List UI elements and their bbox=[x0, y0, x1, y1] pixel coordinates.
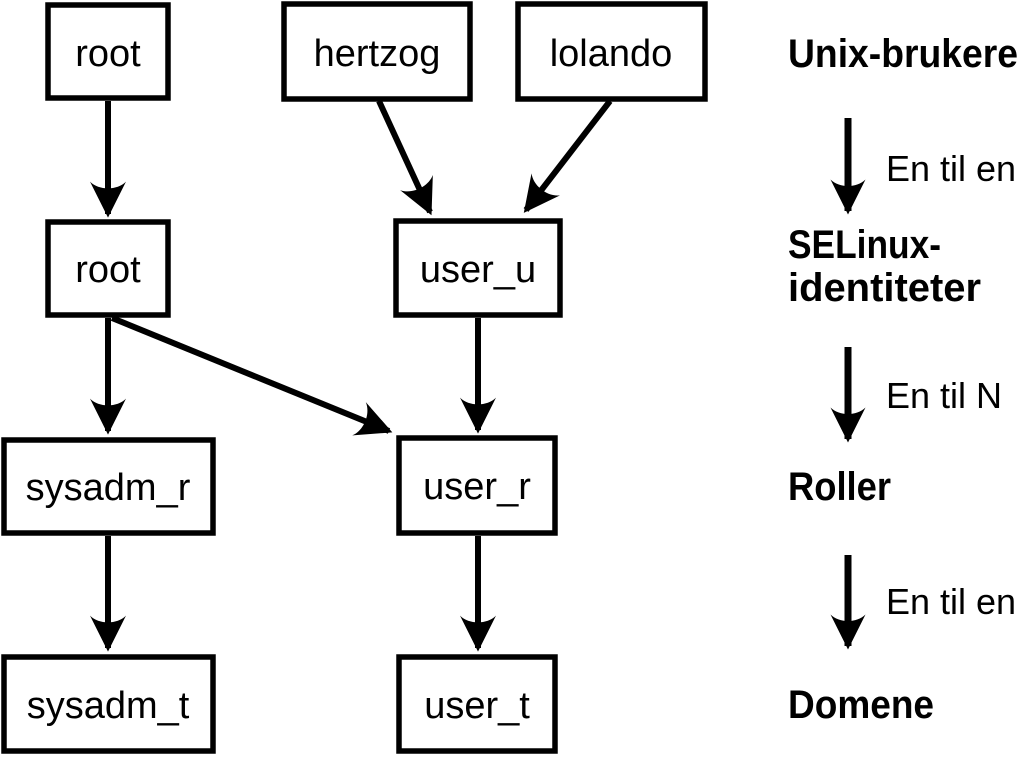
node-unix-hertzog: hertzog bbox=[281, 1, 473, 102]
legend-level-selinux-identities-line2: identiteter bbox=[788, 266, 981, 310]
role-user-r-label: user_r bbox=[423, 466, 531, 508]
domain-user-t-box bbox=[396, 654, 558, 754]
edge-hertzog-to-user-u bbox=[376, 99, 433, 216]
unix-hertzog-box bbox=[281, 1, 473, 102]
legend-level-domains: Domene bbox=[788, 683, 934, 727]
node-unix-lolando: lolando bbox=[515, 1, 708, 102]
domain-sysadm-t-box bbox=[1, 654, 216, 754]
node-unix-root: root bbox=[45, 2, 171, 101]
unix-lolando-box bbox=[515, 1, 708, 102]
role-sysadm-r-label: sysadm_r bbox=[26, 467, 191, 509]
edge-selinux-root-to-user-r bbox=[110, 315, 393, 436]
legend-level-roles: Roller bbox=[788, 465, 891, 509]
node-domain-sysadm-t: sysadm_t bbox=[1, 654, 216, 754]
selinux-root-box bbox=[45, 219, 171, 318]
edge-lolando-to-user-u bbox=[523, 99, 613, 213]
legend-relation-1: En til en bbox=[886, 148, 1016, 189]
selinux-root-label: root bbox=[75, 249, 141, 291]
unix-hertzog-label: hertzog bbox=[314, 33, 441, 75]
unix-root-label: root bbox=[75, 33, 141, 75]
domain-sysadm-t-label: sysadm_t bbox=[27, 685, 190, 727]
role-user-r-box bbox=[396, 435, 558, 536]
selinux-user-u-label: user_u bbox=[420, 249, 536, 291]
legend-relation-3: En til en bbox=[886, 581, 1016, 622]
domain-user-t-label: user_t bbox=[424, 685, 530, 727]
legend-relation-2: En til N bbox=[886, 375, 1002, 416]
legend-level-unix-users: Unix-brukere bbox=[788, 32, 1018, 76]
unix-lolando-label: lolando bbox=[550, 33, 673, 75]
node-selinux-root: root bbox=[45, 219, 171, 318]
node-role-user-r: user_r bbox=[396, 435, 558, 536]
selinux-user-u-box bbox=[393, 218, 563, 318]
unix-root-box bbox=[45, 2, 171, 101]
node-selinux-user-u: user_u bbox=[393, 218, 563, 318]
role-sysadm-r-box bbox=[1, 437, 216, 536]
legend-level-selinux-identities-line1: SELinux- bbox=[788, 223, 941, 267]
legend: Unix-brukere En til en SELinux- identite… bbox=[788, 32, 1018, 727]
node-role-sysadm-r: sysadm_r bbox=[1, 437, 216, 536]
node-domain-user-t: user_t bbox=[396, 654, 558, 754]
